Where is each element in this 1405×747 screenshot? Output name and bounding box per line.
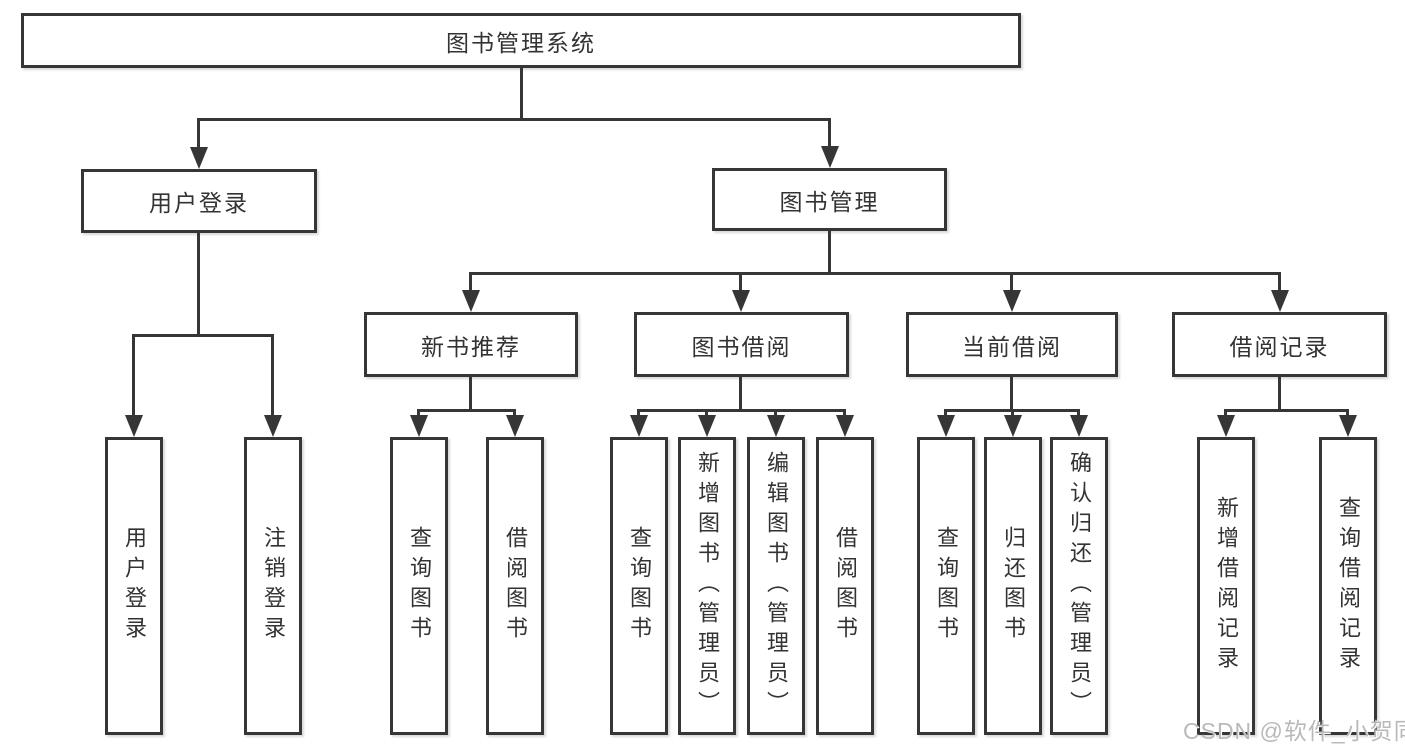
leaf-user-login-label: 用户登录 bbox=[122, 526, 147, 646]
arrow-down-icon bbox=[1070, 415, 1088, 437]
leaf-borrow-books-label: 借阅图书 bbox=[833, 526, 858, 646]
leaf-return-books-label: 归还图书 bbox=[1001, 526, 1026, 646]
node-new-book-recommend-label: 新书推荐 bbox=[421, 333, 521, 360]
arrow-down-icon bbox=[1271, 290, 1289, 312]
node-book-management: 图书管理 bbox=[712, 168, 947, 231]
leaf-confirm-return-admin: 确认归还（管理员） bbox=[1050, 437, 1108, 735]
arrow-down-icon bbox=[630, 415, 648, 437]
node-borrow-record: 借阅记录 bbox=[1172, 312, 1387, 377]
connector-line bbox=[705, 410, 708, 418]
connector-line bbox=[944, 409, 1080, 412]
leaf-logout-label: 注销登录 bbox=[261, 526, 286, 646]
leaf-query-books-borrow-label: 查询图书 bbox=[627, 526, 652, 646]
leaf-edit-books-admin: 编辑图书（管理员） bbox=[747, 437, 805, 735]
connector-line bbox=[944, 410, 947, 418]
arrow-down-icon bbox=[767, 415, 785, 437]
connector-line bbox=[1278, 273, 1281, 296]
connector-line bbox=[774, 410, 777, 418]
node-book-borrow-label: 图书借阅 bbox=[691, 333, 792, 360]
leaf-logout: 注销登录 bbox=[244, 437, 302, 735]
leaf-add-borrow-record-label: 新增借阅记录 bbox=[1214, 496, 1239, 676]
connector-line bbox=[828, 119, 831, 152]
connector-line bbox=[739, 273, 742, 296]
arrow-down-icon bbox=[506, 415, 524, 437]
leaf-query-books-recommend-label: 查询图书 bbox=[407, 526, 432, 646]
connector-line bbox=[417, 409, 516, 412]
connector-line bbox=[197, 118, 831, 121]
leaf-user-login: 用户登录 bbox=[105, 437, 163, 735]
arrow-down-icon bbox=[1003, 290, 1021, 312]
leaf-query-books-current-label: 查询图书 bbox=[934, 526, 959, 646]
arrow-down-icon bbox=[1217, 415, 1235, 437]
connector-line bbox=[469, 377, 472, 412]
leaf-borrow-books-recommend: 借阅图书 bbox=[486, 437, 544, 735]
connector-line bbox=[469, 272, 1281, 275]
connector-line bbox=[637, 410, 640, 418]
connector-line bbox=[1224, 410, 1227, 418]
arrow-down-icon bbox=[732, 290, 750, 312]
connector-line bbox=[520, 68, 523, 121]
arrow-down-icon bbox=[190, 147, 208, 169]
connector-line bbox=[1011, 410, 1014, 418]
connector-line bbox=[843, 410, 846, 418]
arrow-down-icon bbox=[264, 415, 282, 437]
connector-line bbox=[132, 334, 274, 337]
node-book-borrow: 图书借阅 bbox=[634, 312, 849, 377]
connector-line bbox=[1224, 409, 1349, 412]
leaf-query-books-recommend: 查询图书 bbox=[390, 437, 448, 735]
leaf-add-books-admin: 新增图书（管理员） bbox=[678, 437, 736, 735]
leaf-add-borrow-record: 新增借阅记录 bbox=[1197, 437, 1255, 735]
leaf-query-books-borrow: 查询图书 bbox=[610, 437, 668, 735]
arrow-down-icon bbox=[821, 146, 839, 168]
arrow-down-icon bbox=[1339, 415, 1357, 437]
node-root-label: 图书管理系统 bbox=[446, 29, 596, 56]
connector-line bbox=[469, 273, 472, 296]
arrow-down-icon bbox=[410, 415, 428, 437]
arrow-down-icon bbox=[462, 290, 480, 312]
connector-line bbox=[1077, 410, 1080, 418]
node-user-login: 用户登录 bbox=[81, 169, 317, 233]
arrow-down-icon bbox=[125, 415, 143, 437]
connector-line bbox=[739, 377, 742, 412]
connector-line bbox=[197, 119, 200, 152]
arrow-down-icon bbox=[836, 415, 854, 437]
watermark: CSDN @软件_小贺同学 bbox=[1183, 718, 1405, 744]
node-root: 图书管理系统 bbox=[21, 13, 1021, 68]
connector-line bbox=[271, 335, 274, 420]
leaf-add-books-admin-label: 新增图书（管理员） bbox=[695, 451, 720, 721]
arrow-down-icon bbox=[1004, 415, 1022, 437]
connector-line bbox=[1010, 273, 1013, 296]
node-current-borrow-label: 当前借阅 bbox=[962, 333, 1062, 360]
connector-line bbox=[417, 410, 420, 418]
node-current-borrow: 当前借阅 bbox=[906, 312, 1118, 377]
arrow-down-icon bbox=[698, 415, 716, 437]
connector-line bbox=[637, 409, 846, 412]
leaf-query-borrow-record: 查询借阅记录 bbox=[1319, 437, 1377, 735]
leaf-borrow-books-recommend-label: 借阅图书 bbox=[503, 526, 528, 646]
connector-line bbox=[132, 335, 135, 420]
node-borrow-record-label: 借阅记录 bbox=[1229, 333, 1330, 360]
connector-line bbox=[1010, 377, 1013, 412]
leaf-return-books: 归还图书 bbox=[984, 437, 1042, 735]
leaf-edit-books-admin-label: 编辑图书（管理员） bbox=[764, 451, 789, 721]
leaf-confirm-return-admin-label: 确认归还（管理员） bbox=[1067, 451, 1092, 721]
leaf-query-books-current: 查询图书 bbox=[917, 437, 975, 735]
connector-line bbox=[513, 410, 516, 418]
leaf-borrow-books: 借阅图书 bbox=[816, 437, 874, 735]
connector-line bbox=[1346, 410, 1349, 418]
connector-line bbox=[1278, 377, 1281, 412]
connector-line bbox=[828, 231, 831, 275]
connector-line bbox=[197, 233, 200, 337]
arrow-down-icon bbox=[937, 415, 955, 437]
node-new-book-recommend: 新书推荐 bbox=[364, 312, 578, 377]
node-user-login-label: 用户登录 bbox=[149, 190, 249, 216]
leaf-query-borrow-record-label: 查询借阅记录 bbox=[1336, 496, 1361, 676]
node-book-management-label: 图书管理 bbox=[779, 188, 880, 215]
